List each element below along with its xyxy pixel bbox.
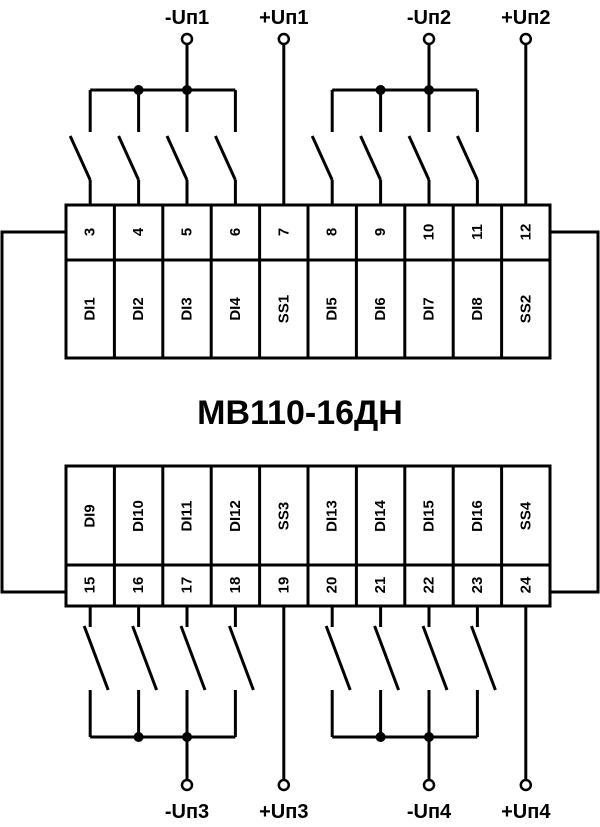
supply-terminal-plus	[277, 32, 291, 46]
supply-terminal-minus	[422, 778, 436, 792]
signal-label: DI11	[179, 501, 196, 532]
supply-terminal-minus	[422, 32, 436, 46]
switch-contact	[68, 135, 92, 181]
switch-contact	[227, 625, 255, 691]
supply-terminal-plus	[519, 778, 533, 792]
terminal-number: 5	[179, 228, 196, 236]
terminal-number: 9	[372, 228, 389, 236]
switch-contact	[373, 625, 401, 691]
switch-contact	[117, 135, 140, 181]
supply-label-minus: -Uп1	[165, 7, 209, 29]
switch-contact	[214, 135, 237, 181]
terminal-number: 17	[179, 577, 196, 594]
junction-dot	[182, 85, 192, 95]
terminal-number: 3	[82, 228, 99, 236]
signal-label: DI8	[469, 297, 486, 320]
terminal-number: 12	[517, 224, 534, 241]
junction-dot	[424, 732, 434, 742]
signal-label: DI14	[372, 500, 389, 532]
signal-label: DI6	[372, 297, 389, 320]
supply-terminal-minus	[180, 778, 194, 792]
switch-contact	[324, 625, 352, 691]
terminal-number: 20	[324, 577, 341, 594]
signal-label: DI10	[130, 500, 147, 532]
signal-label: SS4	[517, 501, 534, 530]
supply-terminal-plus	[277, 778, 291, 792]
switch-contact	[456, 135, 479, 181]
junction-dot	[182, 732, 192, 742]
switch-contact	[469, 625, 497, 691]
terminal-number: 6	[227, 228, 244, 236]
terminal-number: 22	[421, 577, 438, 594]
signal-label: SS3	[275, 502, 292, 530]
switch-contact	[421, 625, 449, 691]
signal-label: DI12	[227, 500, 244, 532]
signal-label: DI1	[82, 297, 99, 320]
signal-label: DI3	[179, 297, 196, 320]
terminal-number: 11	[469, 224, 486, 240]
module-model-title: МВ110-16ДН	[197, 394, 403, 432]
supply-terminal-plus	[519, 32, 533, 46]
switch-contact	[407, 135, 431, 181]
junction-dot	[424, 85, 434, 95]
terminal-number: 23	[469, 577, 486, 594]
signal-label: DI5	[324, 297, 341, 320]
junction-dot	[133, 85, 144, 95]
signal-label: DI7	[421, 297, 438, 320]
terminal-number: 19	[275, 577, 292, 594]
signal-label: DI16	[469, 500, 486, 532]
switch-contact	[179, 625, 207, 691]
supply-label-plus: +Uп1	[259, 7, 308, 29]
supply-label-minus: -Uп2	[407, 7, 451, 29]
supply-label-plus: +Uп4	[501, 801, 551, 823]
junction-dot	[375, 85, 386, 95]
terminal-number: 16	[130, 577, 147, 594]
terminal-number: 21	[372, 577, 389, 594]
supply-label-minus: -Uп4	[407, 801, 452, 823]
signal-label: SS1	[275, 295, 292, 323]
terminal-number: 15	[82, 577, 99, 594]
signal-label: DI2	[130, 297, 147, 320]
supply-label-plus: +Uп3	[259, 801, 308, 823]
module-outline-right	[548, 230, 600, 594]
switch-contact	[165, 135, 189, 181]
supply-label-plus: +Uп2	[501, 7, 550, 29]
supply-terminal-minus	[180, 32, 194, 46]
switch-contact	[82, 625, 110, 691]
terminal-number: 4	[130, 227, 147, 236]
switch-contact	[310, 135, 334, 181]
signal-label: SS2	[517, 295, 534, 323]
terminal-number: 10	[421, 224, 438, 241]
junction-dot	[133, 732, 144, 742]
module-outline-left	[0, 230, 68, 594]
supply-label-minus: -Uп3	[165, 801, 209, 823]
terminal-number: 24	[517, 576, 534, 593]
switch-contact	[359, 135, 382, 181]
terminal-number: 18	[227, 577, 244, 594]
signal-label: DI15	[421, 500, 438, 532]
signal-label: DI9	[82, 504, 99, 527]
signal-label: DI4	[227, 297, 244, 321]
junction-dot	[375, 732, 386, 742]
switch-contact	[131, 625, 159, 691]
signal-label: DI13	[324, 500, 341, 532]
terminal-number: 7	[275, 228, 292, 236]
terminal-number: 8	[324, 228, 341, 236]
